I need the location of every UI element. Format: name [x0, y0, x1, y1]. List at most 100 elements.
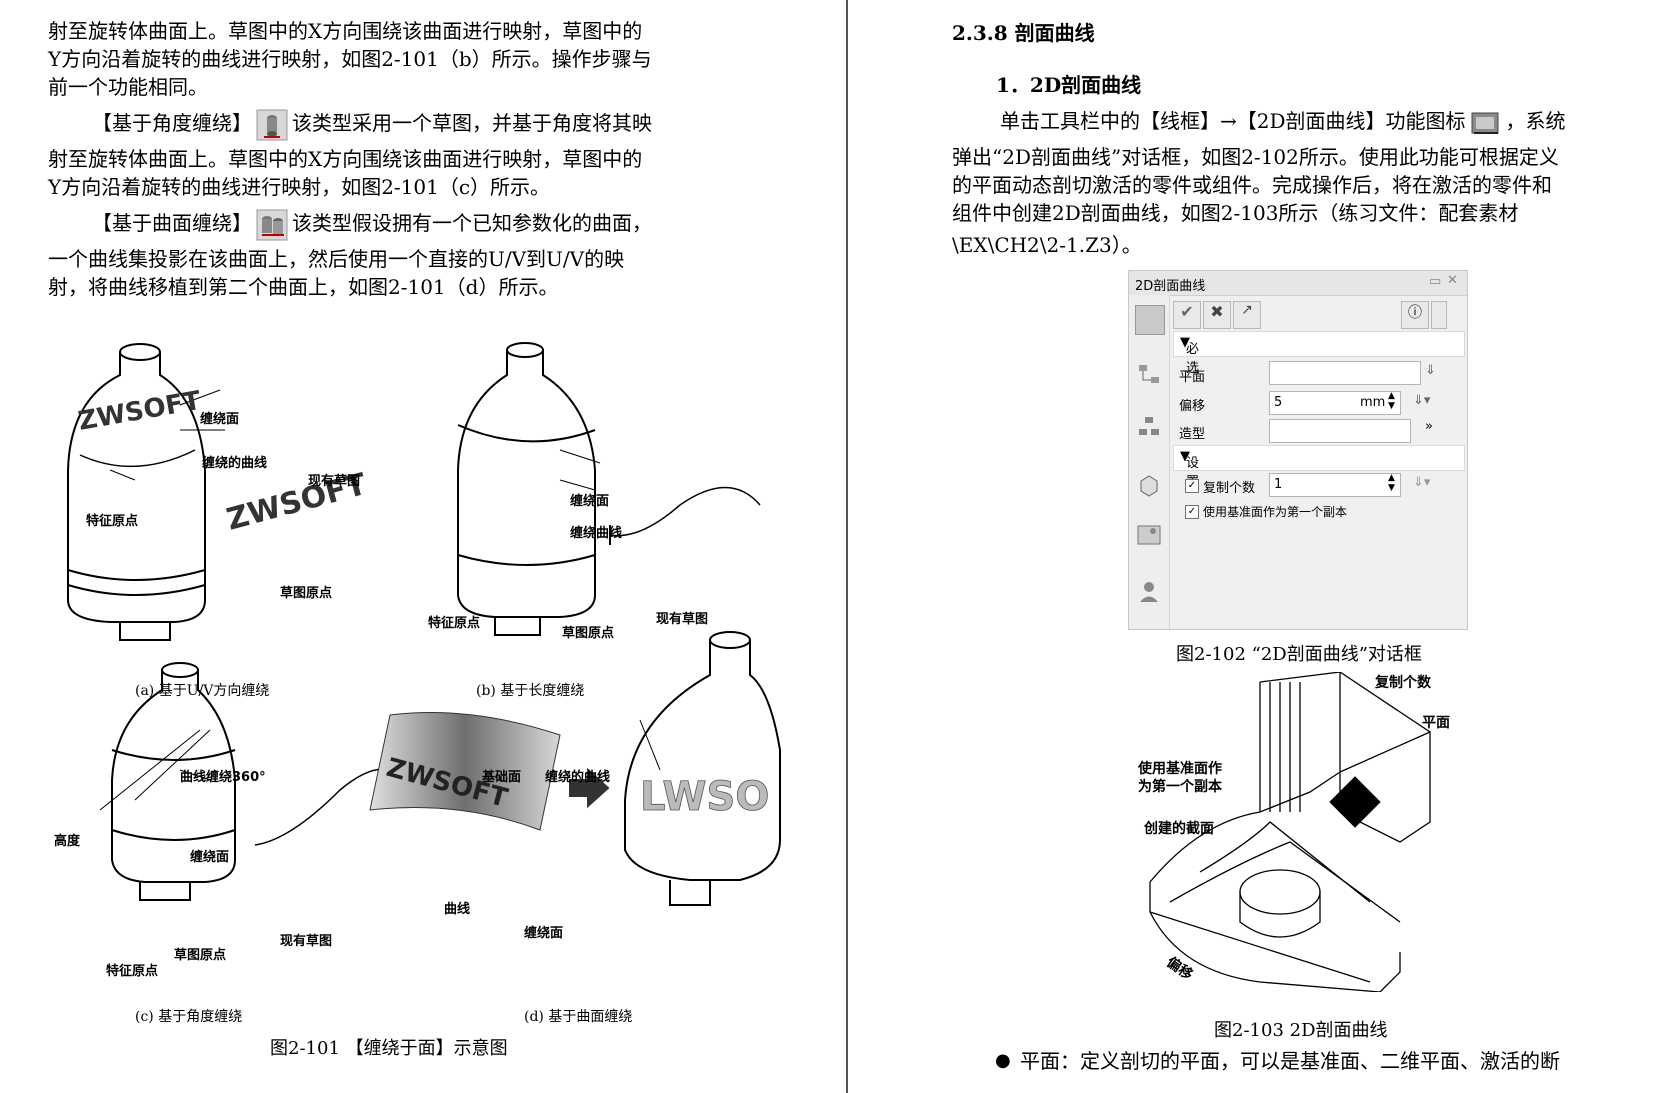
sidebar-tree-icon[interactable]: [1135, 361, 1163, 389]
label-height-c: 高度: [54, 834, 81, 849]
label-curve-wrap-c: 曲线缠绕360°: [180, 770, 266, 785]
bottle-d-text: LWSO: [640, 774, 769, 820]
sidebar-hierarchy-icon[interactable]: [1135, 413, 1163, 441]
angle-wrap-icon: [256, 109, 288, 141]
label-wrapped-curve-d: 缠绕的曲线: [545, 770, 611, 785]
dialog-title: 2D剖面曲线: [1135, 279, 1206, 294]
surface-wrap-label: 【基于曲面缠绕】: [92, 211, 252, 235]
body-line: 射，将曲线移植到第二个曲面上，如图2-101（d）所示。: [48, 275, 559, 299]
label-copies: 复制个数: [1375, 675, 1431, 691]
body-line: Y方向沿着旋转的曲线进行映射，如图2-101（b）所示。操作步骤与: [48, 47, 652, 71]
dialog-titlebar[interactable]: 2D剖面曲线 ▭ ✕: [1129, 271, 1467, 296]
copies-field[interactable]: 1 ▲▼: [1269, 473, 1401, 497]
copies-value: 1: [1274, 477, 1283, 492]
section-curve-icon: [1470, 107, 1502, 139]
body-line: 射至旋转体曲面上。草图中的X方向围绕该曲面进行映射，草图中的: [48, 19, 643, 43]
plane-pick-icon[interactable]: ⇓: [1425, 363, 1436, 378]
subsection-heading: 1．2D剖面曲线: [996, 73, 1142, 97]
section-required-label: 必选: [1186, 342, 1200, 376]
body-line: Y方向沿着旋转的曲线进行映射，如图2-101（c）所示。: [48, 175, 551, 199]
page-divider: [846, 0, 848, 1093]
copies-pick-icon[interactable]: ⇓▾: [1413, 475, 1431, 490]
label-feature-origin-b: 特征原点: [428, 616, 481, 631]
subcaption-b: (b) 基于长度缠绕: [476, 683, 585, 699]
subcaption-d: (d) 基于曲面缠绕: [524, 1009, 633, 1025]
label-sketch-origin-c: 草图原点: [174, 948, 227, 963]
label-use-base-1: 使用基准面作: [1138, 761, 1222, 777]
label-existing-sketch-c: 现有草图: [280, 934, 333, 949]
intro-paragraph: 单击工具栏中的【线框】→【2D剖面曲线】功能图标 ，系统: [1000, 106, 1566, 139]
figure-caption-2-102: 图2-102 “2D剖面曲线”对话框: [1176, 644, 1422, 665]
use-base-checkbox[interactable]: ✓: [1185, 505, 1199, 519]
apply-button[interactable]: ↗: [1233, 301, 1261, 329]
subcaption-a: (a) 基于U/V方向缠绕: [135, 683, 270, 699]
sidebar-cube-icon[interactable]: [1135, 471, 1163, 499]
label-wrap-face-c: 缠绕面: [190, 850, 230, 865]
section-required[interactable]: ▼ 必选: [1173, 331, 1465, 376]
bottle-b: [457, 342, 761, 636]
surface-wrap-paragraph: 【基于曲面缠绕】 该类型假设拥有一个已知参数化的曲面，: [92, 208, 652, 241]
section-heading: 2.3.8 剖面曲线: [952, 21, 1095, 45]
label-base-face-d: 基础面: [482, 770, 522, 785]
ok-button[interactable]: ✔: [1173, 301, 1201, 329]
figure-caption-2-101: 图2-101 【缠绕于面】示意图: [270, 1038, 508, 1059]
sidebar-user-icon[interactable]: [1135, 577, 1163, 605]
angle-wrap-label: 【基于角度缠绕】: [92, 111, 252, 135]
body-line: 组件中创建2D剖面曲线，如图2-103所示（练习文件：配套素材: [952, 201, 1519, 225]
label-feature-origin-c: 特征原点: [106, 964, 159, 979]
offset-label: 偏移: [1179, 399, 1206, 414]
body-line: 弹出“2D剖面曲线”对话框，如图2-102所示。使用此功能可根据定义: [952, 145, 1559, 169]
intro-text: 单击工具栏中的【线框】→【2D剖面曲线】功能图标: [1000, 109, 1466, 133]
label-use-base-2: 为第一个副本: [1138, 779, 1222, 795]
offset-value: 5: [1274, 395, 1283, 410]
sidebar-tool-icon[interactable]: [1135, 305, 1165, 335]
label-feature-origin-a: 特征原点: [86, 514, 139, 529]
surface-wrap-text: 该类型假设拥有一个已知参数化的曲面，: [292, 211, 652, 235]
plane-label: 平面: [1179, 370, 1206, 385]
body-line: 一个曲线集投影在该曲面上，然后使用一个直接的U/V到U/V的映: [48, 247, 625, 271]
subcaption-c: (c) 基于角度缠绕: [135, 1009, 243, 1025]
sidebar-image-icon[interactable]: [1135, 521, 1163, 549]
shape-field[interactable]: [1269, 419, 1411, 443]
section-settings[interactable]: ▼ 设置: [1173, 445, 1465, 490]
double-chevron-icon[interactable]: »: [1425, 419, 1433, 434]
offset-field[interactable]: 5 mm ▲▼: [1269, 391, 1401, 415]
label-existing-sketch-a: 现有草图: [308, 474, 361, 489]
cancel-button[interactable]: ✖: [1203, 301, 1231, 329]
use-base-label: 使用基准面作为第一个副本: [1203, 505, 1348, 519]
figure-2-101: ZWSOFT ZWSOFT ZWSOFT LWSO: [67, 342, 781, 906]
figure-caption-2-103: 图2-103 2D剖面曲线: [1214, 1020, 1388, 1041]
offset-pick-icon[interactable]: ⇓▾: [1413, 393, 1431, 408]
minimize-icon[interactable]: ▭: [1429, 274, 1442, 289]
bullet-text: 平面：定义剖切的平面，可以是基准面、二维平面、激活的断: [1020, 1049, 1560, 1073]
label-wrap-face-a: 缠绕面: [200, 412, 240, 427]
dialog-sidebar: [1129, 295, 1170, 629]
bottle-a: [67, 343, 206, 641]
close-icon[interactable]: ✕: [1447, 273, 1458, 288]
body-line: 的平面动态剖切激活的零件或组件。完成操作后，将在激活的零件和: [952, 173, 1552, 197]
plane-field[interactable]: [1269, 361, 1421, 385]
label-curve-d: 曲线: [444, 902, 471, 917]
body-line: \EX\CH2\2-1.Z3）。: [952, 233, 1142, 257]
info-button[interactable]: ⓘ: [1401, 301, 1429, 329]
intro-text-tail: ，系统: [1505, 109, 1566, 133]
label-existing-sketch-b: 现有草图: [656, 612, 709, 627]
body-line: 前一个功能相同。: [48, 75, 208, 99]
label-sketch-origin-b: 草图原点: [562, 626, 615, 641]
label-created-section: 创建的截面: [1144, 821, 1214, 837]
spinner-icon[interactable]: ▲▼: [1388, 473, 1395, 493]
label-wrap-curve-a: 缠绕的曲线: [202, 456, 268, 471]
spinner-icon[interactable]: ▲▼: [1388, 391, 1395, 411]
label-plane: 平面: [1422, 715, 1450, 731]
wrap-sheet-d: [369, 712, 561, 831]
label-wrap-face-b: 缠绕面: [570, 494, 610, 509]
shape-label: 造型: [1179, 427, 1206, 442]
bullet-icon: ●: [995, 1050, 1011, 1071]
expand-button[interactable]: [1431, 301, 1447, 329]
copies-checkbox[interactable]: ✓: [1185, 479, 1199, 493]
bottle-c: [111, 662, 391, 901]
body-line: 射至旋转体曲面上。草图中的X方向围绕该曲面进行映射，草图中的: [48, 147, 643, 171]
section-curve-dialog: 2D剖面曲线 ▭ ✕ ✔ ✖ ↗ ⓘ ▼ 必选 平面 ⇓ 偏移 5 mm ▲▼ …: [1128, 270, 1468, 630]
angle-wrap-paragraph: 【基于角度缠绕】 该类型采用一个草图，并基于角度将其映: [92, 108, 652, 141]
surface-wrap-icon: [256, 209, 288, 241]
